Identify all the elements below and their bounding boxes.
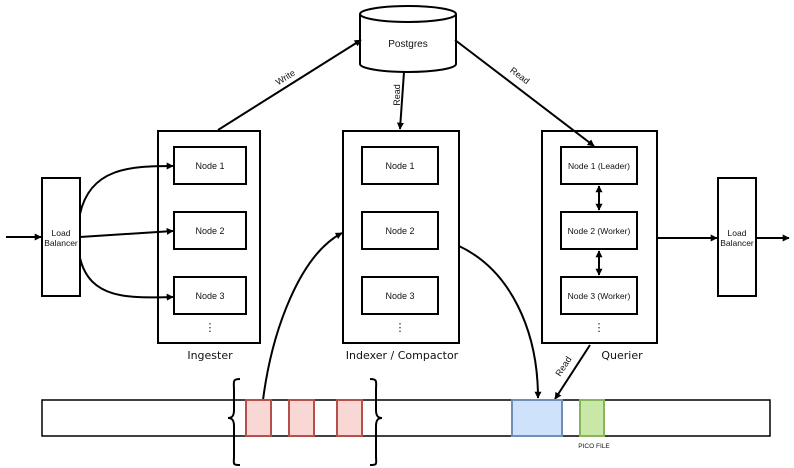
ingester-node-3-label: Node 3 [195,291,224,301]
ingester-node-2 [173,211,247,250]
connector-arrows [6,39,790,401]
indexer-node-3 [361,276,439,315]
indexer-node-2 [361,211,439,250]
querier-ellipsis: ⋮ [594,322,605,334]
querier-group: Node 1 (Leader) Node 2 (Worker) Node 3 (… [541,130,658,362]
load-balancer-out: Load Balancer [717,177,757,297]
querier-node-2 [560,211,638,250]
querier-node-1-label: Node 1 (Leader) [568,161,630,171]
read-storage-arrow [554,344,591,400]
read-querier-arrow [454,39,595,147]
indexer-node-1 [361,146,439,185]
indexer-caption: Indexer / Compactor [346,349,459,362]
postgres-database: Postgres [359,5,457,73]
ingester-group: Node 1 Node 2 Node 3 ⋮ Ingester [157,130,261,362]
storage-segments [245,399,363,437]
segments-to-indexer-arrow [262,232,343,401]
read-indexer-edge-label: Read [392,84,402,106]
ingester-ellipsis: ⋮ [205,322,216,334]
segment-brackets [227,378,383,466]
read-indexer-arrow [396,71,405,130]
compacted-file [511,399,563,437]
indexer-group: Node 1 Node 2 Node 3 ⋮ Indexer / Compact… [342,130,460,362]
load-balancer-out-label-line2: Balancer [720,238,754,248]
load-balancer-in-label-line2: Balancer [44,238,78,248]
indexer-to-storage-arrow [458,245,542,399]
ingester-node-2-label: Node 2 [195,226,224,236]
ingester-node-1-label: Node 1 [195,161,224,171]
ingester-node-1 [173,146,247,185]
querier-node-3-label: Node 3 (Worker) [568,291,631,301]
querier-caption: Querier [601,349,643,362]
ingester-caption: Ingester [187,349,233,362]
postgres-label: Postgres [388,39,427,50]
object-storage-bar [41,399,771,437]
ingester-node-3 [173,276,247,315]
querier-node-2-label: Node 2 (Worker) [568,226,631,236]
querier-node-3 [560,276,638,315]
lb-to-ingester-node-3-arrow [79,257,174,301]
lb-to-ingester-node-1-arrow [79,162,174,215]
indexer-node-1-label: Node 1 [385,161,414,171]
indexer-node-2-label: Node 2 [385,226,414,236]
pico-file [579,399,605,437]
write-arrow [217,39,362,131]
lb-to-ingester-node-2-arrow [79,227,174,238]
pico-file-label: PICO FILE [578,443,610,450]
indexer-ellipsis: ⋮ [395,322,406,334]
storage-segment-3 [336,399,363,437]
storage-segment-1 [245,399,272,437]
load-balancer-in: Load Balancer [41,177,81,297]
load-balancer-out-label-line1: Load [728,228,747,238]
write-edge-label: Write [274,68,297,88]
indexer-node-3-label: Node 3 [385,291,414,301]
storage-segment-2 [288,399,315,437]
load-balancer-in-label-line1: Load [52,228,71,238]
querier-node-1 [560,146,638,185]
